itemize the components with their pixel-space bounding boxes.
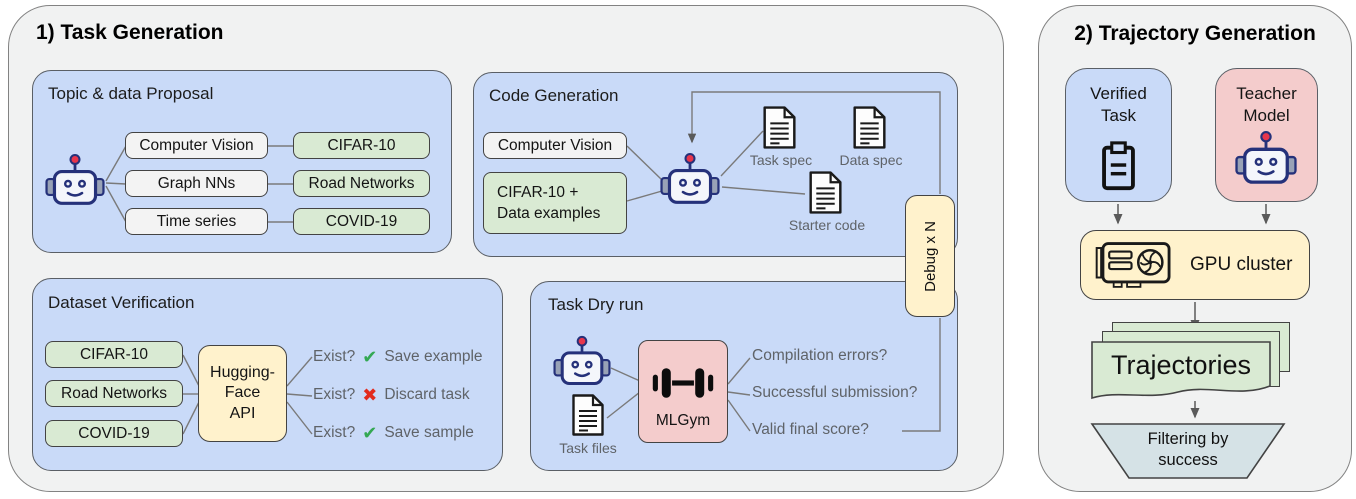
verified-task-box: Verified Task (1065, 68, 1172, 202)
filtering-trapezoid (1090, 423, 1286, 479)
dry-run-question: Successful submission? (752, 384, 918, 401)
check-row: Exist? ✖ Discard task (313, 383, 470, 407)
filtering-label: Filtering by success (1147, 430, 1229, 469)
huggingface-line1: Hugging- (210, 363, 275, 381)
huggingface-line2: Face (224, 384, 261, 402)
task-spec-label: Task spec (749, 152, 813, 168)
dry-run-question: Compilation errors? (752, 347, 888, 364)
verify-dataset-box: Road Networks (45, 380, 183, 407)
huggingface-line3: API (229, 404, 256, 422)
starter-code-label: Starter code (788, 217, 866, 233)
dataset-box: COVID-19 (293, 208, 430, 235)
topic-box: Time series (125, 208, 268, 235)
check-action: Save example (384, 348, 483, 365)
dataset-box: CIFAR-10 (293, 132, 430, 159)
check-row: Exist? ✔ Save sample (313, 421, 474, 445)
dataset-verification-title: Dataset Verification (48, 293, 195, 312)
huggingface-api-box: Hugging- Face API (198, 345, 287, 442)
topic-box: Graph NNs (125, 170, 268, 197)
dry-run-question: Valid final score? (752, 421, 869, 438)
robot-icon (660, 151, 720, 207)
code-generation-title: Code Generation (489, 86, 619, 105)
verify-dataset-box: COVID-19 (45, 420, 183, 447)
topic-box: Computer Vision (125, 132, 268, 159)
task-dry-run-title: Task Dry run (548, 295, 644, 314)
trajectory-sheet-front (1091, 341, 1271, 400)
topic-input-box: Computer Vision (483, 132, 627, 159)
data-spec-document-icon (851, 105, 888, 150)
data-input-box: CIFAR-10 + Data examples (483, 172, 627, 234)
exist-question: Exist? (313, 386, 356, 403)
task-spec-document-icon (761, 105, 798, 150)
verified-task-label: Verified Task (1090, 84, 1147, 125)
check-icon: ✔ (362, 347, 378, 367)
clipboard-icon (1097, 140, 1140, 192)
exist-question: Exist? (313, 424, 356, 441)
data-input-line2: Data examples (497, 205, 601, 222)
cross-icon: ✖ (362, 385, 378, 405)
task-files-document-icon (570, 393, 606, 437)
debug-loop-box: Debug x N (905, 195, 955, 317)
trajectories-label: Trajectories (1110, 350, 1252, 380)
gpu-icon (1094, 237, 1178, 293)
mlgym-label: MLGym (655, 412, 711, 429)
data-spec-label: Data spec (839, 152, 903, 168)
trajectory-generation-title: 2) Trajectory Generation (1074, 22, 1316, 45)
check-icon: ✔ (362, 423, 378, 443)
starter-code-document-icon (807, 170, 844, 215)
robot-icon (45, 152, 105, 208)
check-action: Discard task (384, 386, 470, 403)
debug-loop-label: Debug x N (921, 220, 939, 292)
gpu-cluster-label: GPU cluster (1190, 254, 1293, 275)
robot-icon (1235, 129, 1297, 187)
mlgym-box: MLGym (638, 340, 728, 443)
data-input-line1: CIFAR-10 + (497, 184, 579, 201)
dumbbell-icon (652, 365, 714, 401)
task-generation-title: 1) Task Generation (36, 21, 224, 44)
teacher-model-label: Teacher Model (1236, 84, 1297, 125)
check-row: Exist? ✔ Save example (313, 345, 483, 369)
task-files-label: Task files (559, 440, 617, 456)
gpu-cluster-box: GPU cluster (1080, 230, 1310, 300)
exist-question: Exist? (313, 348, 356, 365)
verify-dataset-box: CIFAR-10 (45, 341, 183, 368)
check-action: Save sample (384, 424, 474, 441)
dataset-box: Road Networks (293, 170, 430, 197)
robot-icon (553, 334, 611, 388)
topic-proposal-title: Topic & data Proposal (48, 84, 214, 103)
